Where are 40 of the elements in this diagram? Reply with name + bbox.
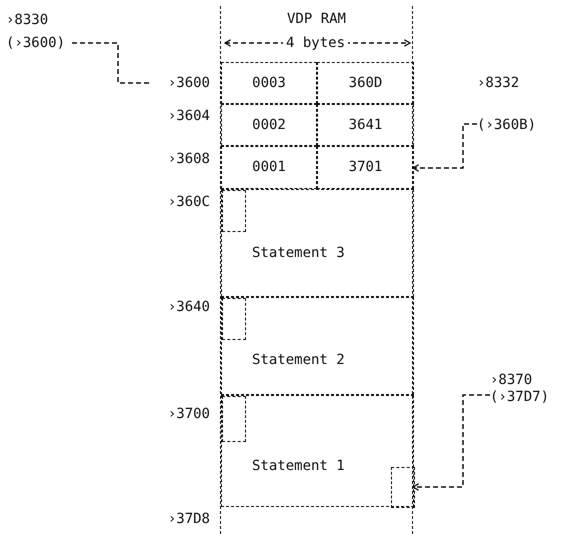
address-label: ›360C [168, 195, 210, 209]
memory-cell [221, 146, 317, 189]
node-text: (›37D7) [490, 390, 550, 404]
statement-box [221, 189, 414, 297]
node-text: 0003 [251, 76, 287, 90]
node-text: VDP RAM [286, 12, 347, 26]
dimension-label: 4 bytes [283, 36, 348, 50]
statement-box [221, 395, 414, 507]
node-text: Statement 3 [252, 246, 345, 260]
length-byte-box [222, 190, 246, 232]
node-text: 0001 [251, 160, 287, 174]
statement-box [221, 297, 414, 395]
arrow [412, 394, 490, 491]
node-text: 3641 [348, 118, 384, 132]
memory-cell [221, 104, 317, 146]
address-label: ›3700 [168, 407, 210, 421]
length-byte-box [222, 396, 246, 442]
node-text: ›8332 [477, 76, 520, 90]
node-text: ›8370 [490, 373, 532, 387]
node-text: (›360B) [477, 118, 536, 132]
address-label: ›3608 [168, 152, 210, 166]
node-text: ›8330 [6, 13, 48, 27]
node-text: 360D [348, 76, 384, 90]
node-text: Statement 1 [252, 459, 345, 473]
node-text: (›3600) [6, 36, 66, 50]
memory-cell [317, 62, 414, 104]
arrow [412, 123, 477, 172]
memory-cell [317, 146, 414, 189]
address-label: ›3640 [168, 300, 210, 314]
node-text: ›3600 [168, 76, 210, 90]
node-text: 0002 [251, 118, 287, 132]
node-text: 3701 [348, 160, 384, 174]
address-label: ›37D8 [168, 512, 210, 526]
end-marker-box [391, 467, 415, 508]
address-label: ›3604 [168, 109, 210, 123]
length-byte-box [222, 298, 246, 340]
connector-line [72, 42, 152, 84]
memory-cell [317, 104, 414, 146]
node-text: Statement 2 [252, 353, 345, 367]
memory-cell [221, 62, 317, 104]
